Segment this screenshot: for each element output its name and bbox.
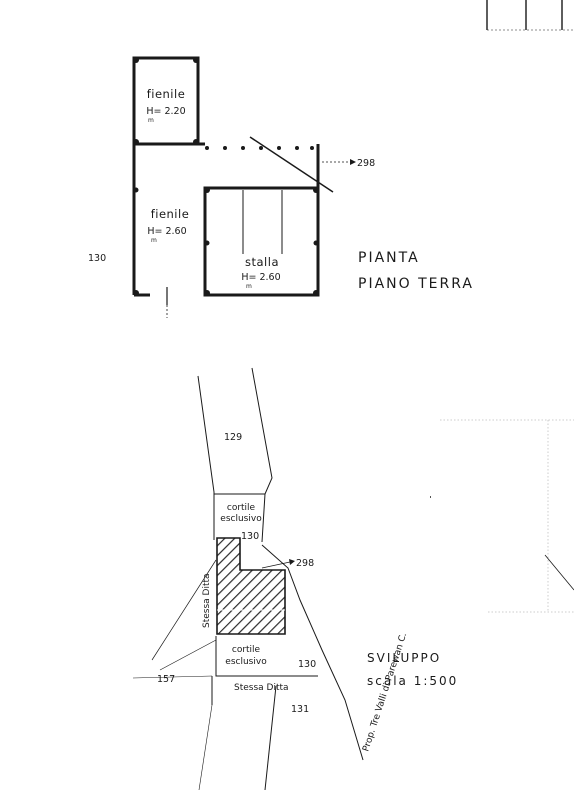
- edge-artifacts: [440, 419, 574, 613]
- parcel-label: 157: [157, 674, 175, 685]
- parcel-label: 130: [298, 659, 316, 670]
- arrow-298: [322, 159, 356, 165]
- room-name-stalla: stalla: [245, 255, 279, 269]
- parcel-boundary-bottom: [198, 704, 213, 791]
- sheet-border-fragment: [486, 0, 574, 31]
- floor-plan-labels: fienile H= 2.20 m fienile H= 2.60 m stal…: [88, 87, 474, 292]
- court-top-line2: esclusivo: [220, 514, 262, 524]
- room-fienile-lower-walls: [132, 142, 320, 297]
- parcel-label: 130: [241, 531, 259, 542]
- room-height-fienile-upper: H= 2.20: [146, 106, 185, 117]
- arrow-label-298: 298: [296, 558, 314, 569]
- room-name-fienile-lower: fienile: [151, 207, 190, 221]
- plan-title-line1: PIANTA: [358, 250, 420, 266]
- height-subscript: m: [151, 237, 157, 244]
- site-map: [132, 367, 431, 791]
- wall-posts: [133, 57, 319, 296]
- parcel-boundary-right: [251, 367, 273, 495]
- site-title-line1: SVILUPPO: [367, 651, 441, 665]
- court-bottom-line1: cortile: [232, 645, 261, 655]
- floor-plan: [132, 56, 356, 318]
- room-height-fienile-lower: H= 2.60: [147, 226, 186, 237]
- road-label: Prop. Tre Valli di Parewan C.: [361, 632, 409, 753]
- parcel-boundary-lower-right: [264, 685, 277, 791]
- height-subscript: m: [246, 283, 252, 290]
- road-boundary: [261, 544, 364, 761]
- site-arrow-298: [261, 559, 295, 569]
- room-name-fienile-upper: fienile: [147, 87, 186, 101]
- parcel-157-boundary-lower: [159, 639, 217, 671]
- site-title-line2: scala 1:500: [367, 674, 458, 688]
- parcel-boundary-left: [197, 375, 215, 540]
- owner-label-vertical: Stessa Ditta: [202, 573, 212, 628]
- parcel-label: 129: [224, 432, 242, 443]
- court-top-boundary: [214, 493, 266, 543]
- parcel-label: 131: [291, 704, 309, 715]
- court-bottom-line2: esclusivo: [225, 657, 267, 667]
- parcel-label-130: 130: [88, 253, 106, 264]
- parcel-arrow-label: 298: [357, 158, 375, 169]
- building-footprint: [216, 537, 286, 635]
- parcel-157-boundary-base: [132, 675, 213, 679]
- dotted-wall-row: [205, 146, 314, 150]
- height-subscript: m: [148, 117, 154, 124]
- parcel-157-boundary-upper: [151, 559, 217, 661]
- boundary-line: [249, 136, 334, 193]
- court-top-line1: cortile: [227, 503, 256, 513]
- room-fienile-upper-walls: [132, 56, 200, 146]
- site-map-labels: 129 130 130 157 131 298 cortile esclusiv…: [157, 432, 458, 753]
- room-height-stalla: H= 2.60: [241, 272, 280, 283]
- owner-label-bottom: Stessa Ditta: [234, 683, 289, 693]
- court-bottom-boundary: [215, 636, 318, 677]
- plan-title-line2: PIANO TERRA: [358, 276, 474, 292]
